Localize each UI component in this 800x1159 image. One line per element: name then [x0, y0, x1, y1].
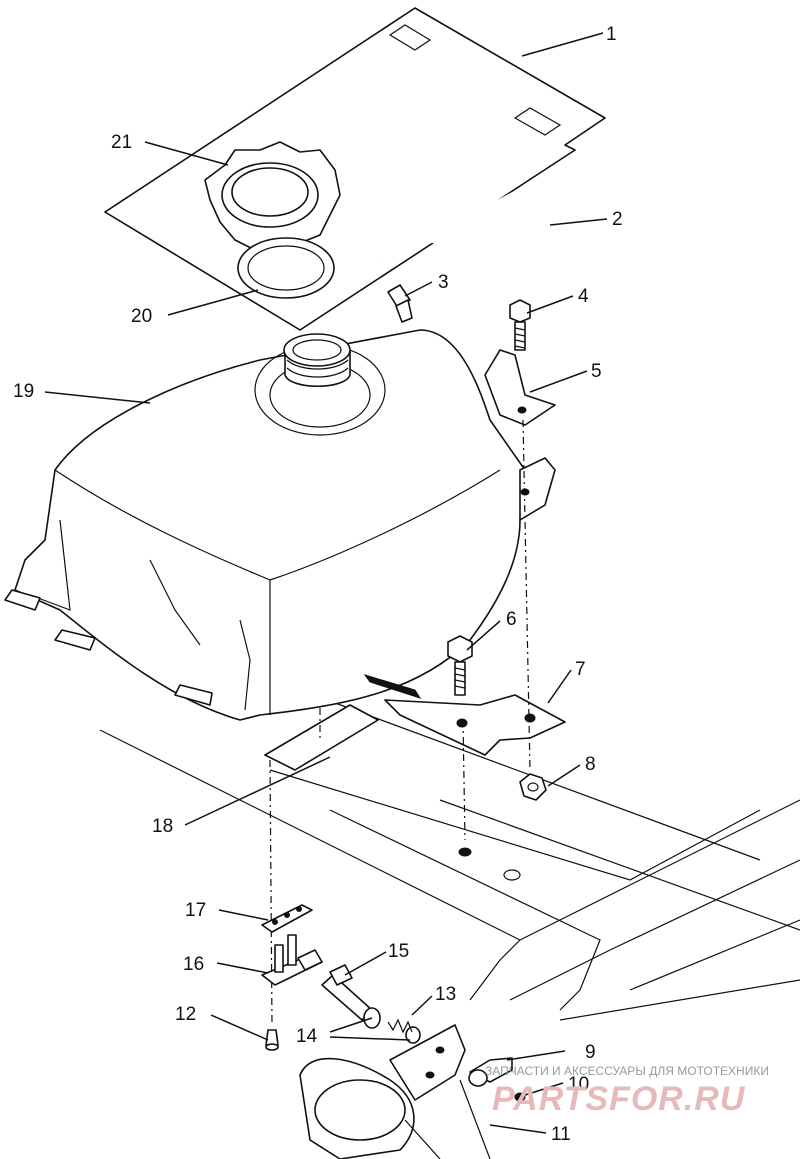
- callout-10: 10: [568, 1074, 589, 1095]
- callout-18: 18: [152, 816, 173, 837]
- callout-2: 2: [612, 209, 623, 230]
- bolt-upper: [509, 299, 531, 351]
- heat-pad: [264, 704, 379, 771]
- spring: [387, 1018, 413, 1034]
- callout-12: 12: [175, 1004, 196, 1025]
- callout-9: 9: [585, 1042, 596, 1063]
- tank-seam: [363, 674, 422, 699]
- washers: [363, 1007, 421, 1044]
- callout-20: 20: [131, 306, 152, 327]
- bolt-lower: [447, 635, 473, 696]
- frame-hole: [458, 847, 472, 857]
- callout-6: 6: [506, 609, 517, 630]
- nut: [519, 773, 547, 801]
- intake-boot: [299, 1024, 491, 1159]
- callout-21: 21: [111, 132, 132, 153]
- callout-13: 13: [435, 984, 456, 1005]
- callout-8: 8: [585, 754, 596, 775]
- callout-4: 4: [578, 286, 589, 307]
- watermark-logo: PARTSFOR.RU: [492, 1080, 746, 1118]
- cap-gasket: [237, 237, 335, 299]
- petcock-knob: [468, 1057, 513, 1087]
- callout-3: 3: [438, 272, 449, 293]
- alignment-lines: [269, 419, 531, 1026]
- callout-11: 11: [551, 1124, 571, 1145]
- callout-16: 16: [183, 954, 204, 975]
- heat-shield: [104, 7, 606, 331]
- petcock-plate: [261, 904, 313, 933]
- petcock-shaft: [321, 964, 373, 1021]
- callout-14: 14: [296, 1026, 318, 1047]
- screw: [265, 1029, 279, 1051]
- callout-1: 1: [606, 24, 617, 45]
- frame-hole-2: [503, 869, 521, 881]
- callouts: 1 2 3 4 5 6 7 8 9 10 11 12 13 14 15 16 1…: [13, 24, 623, 1145]
- tank-bracket-upper: [484, 349, 556, 426]
- vent-fitting: [387, 284, 413, 323]
- frame: [99, 689, 800, 1021]
- petcock: [261, 934, 323, 986]
- fuel-cap: [204, 141, 341, 263]
- tank-bracket-lower: [384, 694, 566, 756]
- callout-7: 7: [575, 659, 586, 680]
- knob-screw: [514, 1092, 526, 1102]
- callout-5: 5: [591, 361, 602, 382]
- leader-lines: [44, 32, 608, 1134]
- callout-15: 15: [388, 941, 409, 962]
- watermark: ЗАПЧАСТИ И АКСЕССУАРЫ ДЛЯ МОТОТЕХНИКИ PA…: [485, 1064, 769, 1118]
- callout-17: 17: [185, 900, 206, 921]
- callout-19: 19: [13, 381, 34, 402]
- vent-hose: [374, 172, 557, 265]
- fuel-tank: [4, 329, 556, 721]
- watermark-tagline: ЗАПЧАСТИ И АКСЕССУАРЫ ДЛЯ МОТОТЕХНИКИ: [485, 1064, 769, 1078]
